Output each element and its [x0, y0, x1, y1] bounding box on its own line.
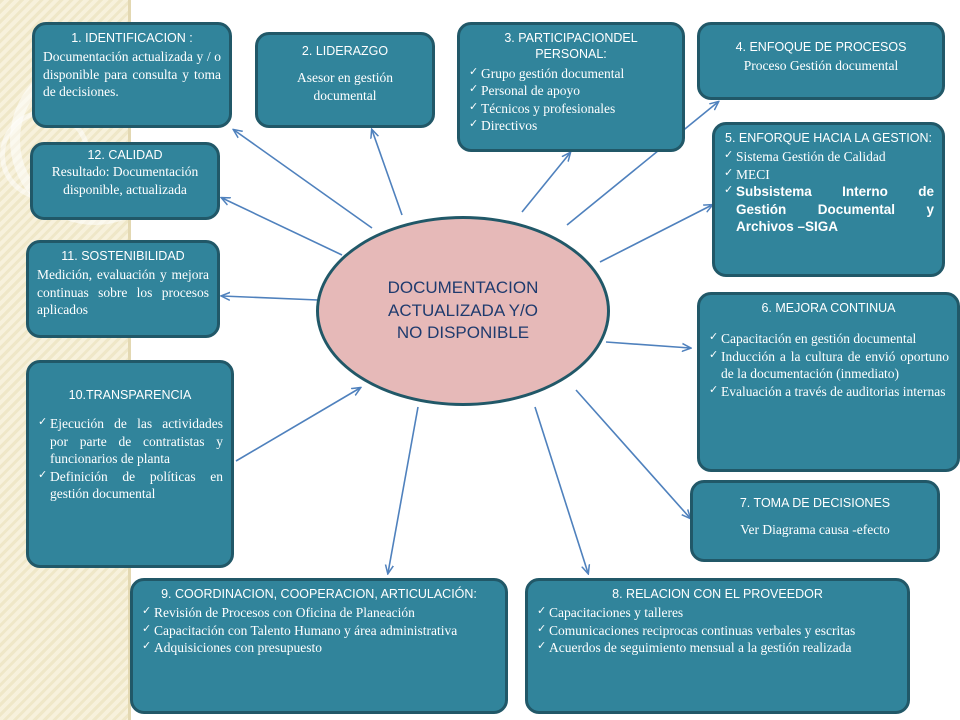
node-list: Ejecución de las actividades por parte d… — [37, 415, 223, 503]
node-title: 3. PARTICIPACIONDEL PERSONAL: — [504, 31, 638, 62]
arrow-10 — [235, 388, 360, 462]
node-title: 8. RELACION CON EL PROVEEDOR — [612, 587, 823, 601]
node-coordinacion: 9. COORDINACION, COOPERACION, ARTICULACI… — [130, 578, 508, 714]
node-title: 7. TOMA DE DECISIONES — [739, 496, 891, 510]
list-item: Ejecución de las actividades por parte d… — [38, 415, 223, 468]
list-item: Adquisiciones con presupuesto — [142, 639, 497, 657]
arrow-7 — [575, 389, 690, 518]
node-relacion-proveedor: 8. RELACION CON EL PROVEEDOR Capacitacio… — [525, 578, 910, 714]
node-list: Sistema Gestión de Calidad MECI Subsiste… — [723, 148, 934, 236]
list-item: Evaluación a través de auditorias intern… — [709, 383, 949, 401]
list-item: Comunicaciones reciprocas continuas verb… — [537, 622, 899, 640]
node-body: Resultado: Documentación disponible, act… — [51, 164, 199, 197]
node-body: Ver Diagrama causa -efecto — [740, 522, 890, 538]
list-item: Grupo gestión documental — [469, 65, 674, 83]
list-item: Capacitación con Talento Humano y área a… — [142, 622, 497, 640]
arrow-5 — [599, 205, 712, 263]
list-item: MECI — [724, 166, 934, 184]
list-item: Definición de políticas en gestión docum… — [38, 468, 223, 503]
node-list: Capacitación en gestión documental Induc… — [708, 330, 949, 400]
node-participacion: 3. PARTICIPACIONDEL PERSONAL: Grupo gest… — [457, 22, 685, 152]
list-item: Revisión de Procesos con Oficina de Plan… — [142, 604, 497, 622]
node-body: Asesor en gestión documental — [297, 70, 393, 103]
arrow-8 — [534, 406, 588, 573]
arrow-12 — [222, 198, 343, 256]
node-title: 12. CALIDAD — [87, 148, 163, 162]
node-title: 11. SOSTENIBILIDAD — [61, 249, 185, 263]
node-title: 10.TRANSPARENCIA — [68, 388, 192, 402]
node-toma-decisiones: 7. TOMA DE DECISIONES Ver Diagrama causa… — [690, 480, 940, 562]
list-item: Personal de apoyo — [469, 82, 674, 100]
node-body: Medición, evaluación y mejora continuas … — [37, 267, 209, 318]
list-item: Sistema Gestión de Calidad — [724, 148, 934, 166]
arrow-4 — [566, 102, 718, 226]
list-item: Inducción a la cultura de envió oportuno… — [709, 348, 949, 383]
node-enfoque-procesos: 4. ENFOQUE DE PROCESOS Proceso Gestión d… — [697, 22, 945, 100]
list-item: Capacitación en gestión documental — [709, 330, 949, 348]
node-list: Revisión de Procesos con Oficina de Plan… — [141, 604, 497, 657]
node-enfoque-gestion: 5. ENFORQUE HACIA LA GESTION: Sistema Ge… — [712, 122, 945, 277]
list-item: Subsistema Interno de Gestión Documental… — [724, 183, 934, 236]
node-mejora-continua: 6. MEJORA CONTINUA Capacitación en gesti… — [697, 292, 960, 472]
node-title: 2. LIDERAZGO — [301, 44, 389, 58]
node-body: Proceso Gestión documental — [743, 58, 899, 74]
center-text: DOCUMENTACION ACTUALIZADA Y/O NO DISPONI… — [387, 277, 539, 343]
arrow-2 — [372, 130, 403, 216]
node-title: 9. COORDINACION, COOPERACION, ARTICULACI… — [161, 587, 477, 601]
arrow-9 — [388, 406, 419, 573]
arrow-1 — [234, 130, 373, 229]
arrow-11 — [222, 296, 319, 300]
node-liderazgo: 2. LIDERAZGO Asesor en gestión documenta… — [255, 32, 435, 128]
node-body: Documentación actualizada y / o disponib… — [43, 49, 221, 100]
list-item: Acuerdos de seguimiento mensual a la ges… — [537, 639, 899, 657]
node-title: 1. IDENTIFICACION : — [71, 31, 193, 45]
node-calidad: 12. CALIDAD Resultado: Documentación dis… — [30, 142, 220, 220]
arrow-6 — [605, 341, 690, 348]
node-list: Grupo gestión documental Personal de apo… — [468, 65, 674, 135]
node-title: 5. ENFORQUE HACIA LA GESTION: — [725, 131, 932, 145]
list-item: Capacitaciones y talleres — [537, 604, 899, 622]
node-sostenibilidad: 11. SOSTENIBILIDAD Medición, evaluación … — [26, 240, 220, 338]
node-identificacion: 1. IDENTIFICACION : Documentación actual… — [32, 22, 232, 128]
list-item: Técnicos y profesionales — [469, 100, 674, 118]
node-list: Capacitaciones y talleres Comunicaciones… — [536, 604, 899, 657]
center-ellipse: DOCUMENTACION ACTUALIZADA Y/O NO DISPONI… — [316, 216, 610, 406]
node-title: 4. ENFOQUE DE PROCESOS — [735, 40, 907, 54]
list-item: Directivos — [469, 117, 674, 135]
node-title: 6. MEJORA CONTINUA — [761, 301, 896, 315]
node-transparencia: 10.TRANSPARENCIA Ejecución de las activi… — [26, 360, 234, 568]
arrow-3 — [521, 153, 570, 213]
